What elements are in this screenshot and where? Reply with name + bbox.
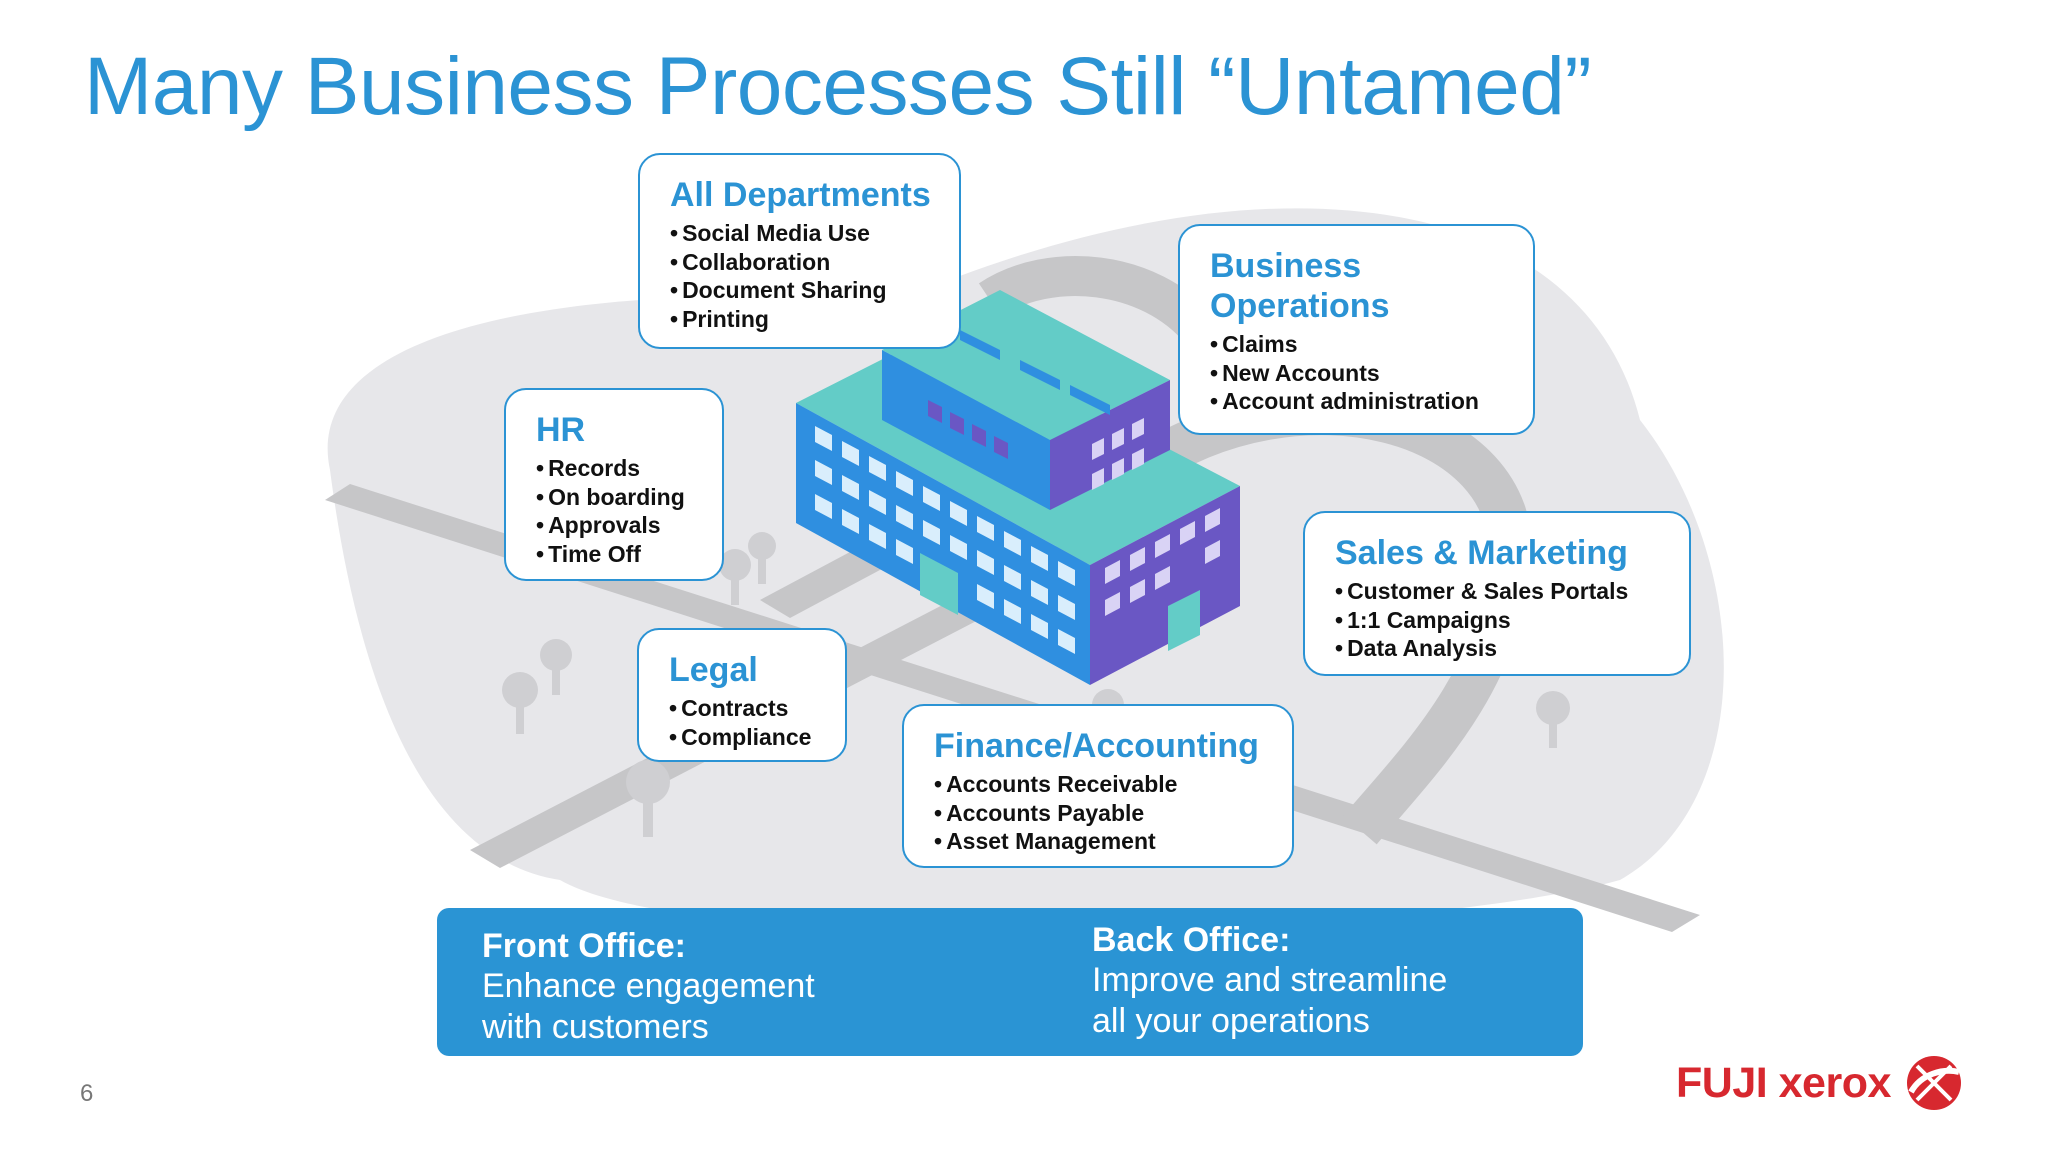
legal-box: Legal Contracts Compliance <box>637 628 847 762</box>
back-office-line2: all your operations <box>1092 1002 1370 1040</box>
building-upper-front <box>882 350 1050 510</box>
list-item: New Accounts <box>1210 359 1519 388</box>
list-item: Accounts Payable <box>934 799 1278 828</box>
list-item: Customer & Sales Portals <box>1335 577 1675 606</box>
list-item: 1:1 Campaigns <box>1335 606 1675 635</box>
all-departments-box: All Departments Social Media Use Collabo… <box>638 153 961 349</box>
front-office-line1: Enhance engagement <box>482 967 815 1005</box>
front-office-title: Front Office: <box>482 927 686 965</box>
page-number: 6 <box>80 1080 94 1107</box>
hr-heading: HR <box>536 411 586 449</box>
list-item: Claims <box>1210 330 1519 359</box>
list-item: Accounts Receivable <box>934 770 1278 799</box>
office-banner: Front Office: Enhance engagement with cu… <box>437 908 1583 1056</box>
building-front-right <box>1090 486 1240 685</box>
list-item: Data Analysis <box>1335 634 1675 663</box>
list-item: Time Off <box>536 540 708 569</box>
list-item: Document Sharing <box>670 276 945 305</box>
building-door <box>1168 590 1200 651</box>
xerox-sphere-icon <box>1906 1056 1961 1110</box>
roof-vents <box>960 330 1110 415</box>
front-office-column: Front Office: Enhance engagement with cu… <box>482 926 815 1048</box>
list-item: Approvals <box>536 511 708 540</box>
back-office-column: Back Office: Improve and streamline all … <box>1092 920 1447 1042</box>
list-item: Account administration <box>1210 387 1519 416</box>
fuji-xerox-logo: FUJI xerox <box>1676 1052 1965 1114</box>
business-operations-heading-line2: Operations <box>1210 287 1390 325</box>
sales-marketing-box: Sales & Marketing Customer & Sales Porta… <box>1303 511 1691 676</box>
back-office-line1: Improve and streamline <box>1092 961 1448 999</box>
list-item: Social Media Use <box>670 219 945 248</box>
logo-text: FUJI xerox <box>1676 1058 1891 1107</box>
list-item: Printing <box>670 305 945 334</box>
list-item: Asset Management <box>934 827 1278 856</box>
list-item: Collaboration <box>670 248 945 277</box>
all-departments-heading: All Departments <box>670 176 931 214</box>
business-operations-heading-line1: Business <box>1210 247 1362 285</box>
front-office-line2: with customers <box>482 1008 709 1046</box>
slide-title: Many Business Processes Still “Untamed” <box>84 41 1592 132</box>
building-upper-side <box>1050 380 1170 510</box>
hr-box: HR Records On boarding Approvals Time Of… <box>504 388 724 581</box>
sales-marketing-heading: Sales & Marketing <box>1335 534 1628 572</box>
list-item: Contracts <box>669 694 831 723</box>
back-office-title: Back Office: <box>1092 921 1291 959</box>
finance-accounting-heading: Finance/Accounting <box>934 727 1259 765</box>
building-windows-right <box>1105 508 1220 616</box>
list-item: Compliance <box>669 723 831 752</box>
building-windows <box>815 426 1075 654</box>
list-item: Records <box>536 454 708 483</box>
list-item: On boarding <box>536 483 708 512</box>
building-door <box>920 553 958 615</box>
finance-accounting-box: Finance/Accounting Accounts Receivable A… <box>902 704 1294 868</box>
legal-heading: Legal <box>669 651 758 689</box>
